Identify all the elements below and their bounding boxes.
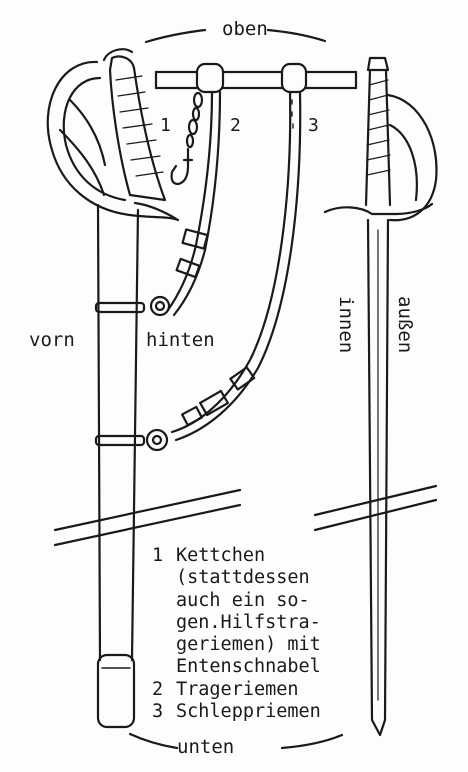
label-outside: außen	[394, 296, 416, 354]
label-front: vorn	[29, 329, 75, 351]
legend-text: Trageriemen	[176, 678, 299, 700]
right-pommel	[366, 56, 390, 72]
legend-item-3: 3 Schleppriemen	[152, 701, 366, 723]
hanger-bar	[154, 62, 358, 94]
sling-strap	[145, 90, 302, 452]
legend-line: (stattdessen	[176, 567, 310, 589]
legend-item-1: 1 Kettchen	[152, 545, 366, 567]
break-lines	[53, 484, 438, 547]
top-arc-left	[144, 28, 207, 44]
scabbard-band-upper	[94, 301, 146, 314]
top-arc-right	[266, 28, 327, 43]
right-guard	[386, 93, 438, 222]
legend-item-2: 2 Trageriemen	[152, 679, 366, 701]
legend-line: Kettchen	[176, 545, 266, 566]
strap-number-3: 3	[308, 115, 319, 136]
pommel	[102, 48, 134, 62]
strap-number-2: 2	[230, 115, 241, 136]
label-top: oben	[222, 18, 268, 40]
bare-sabre	[323, 56, 438, 737]
bottom-arc-left	[128, 732, 179, 750]
scabbard-band-lower	[94, 434, 146, 447]
legend-number: 1	[152, 545, 164, 566]
legend: 1 Kettchen (stattdessen auch ein so- gen.…	[152, 545, 366, 723]
carrying-strap	[149, 90, 222, 317]
strap-number-1: 1	[160, 115, 171, 136]
label-inside: innen	[335, 296, 357, 354]
legend-line: gen.Hilfstra-	[176, 611, 321, 633]
label-bottom: unten	[177, 736, 235, 758]
scabbard-sabre	[46, 48, 180, 729]
scabbard-body	[96, 203, 140, 662]
bottom-arc-right	[280, 733, 344, 750]
blade	[366, 218, 390, 737]
legend-line: Entenschnabel	[176, 656, 321, 678]
legend-number: 2	[152, 678, 164, 700]
grip	[108, 55, 167, 202]
legend-number: 3	[152, 701, 164, 723]
legend-text: Schleppriemen	[176, 701, 321, 723]
label-back: hinten	[146, 329, 215, 351]
legend-line: auch ein so-	[176, 589, 310, 611]
knuckle-guard	[46, 60, 180, 222]
duck-bill-hook	[170, 147, 190, 186]
legend-line: geriemen) mit	[176, 634, 321, 656]
chain-strap	[170, 91, 204, 186]
right-grip	[364, 68, 392, 207]
